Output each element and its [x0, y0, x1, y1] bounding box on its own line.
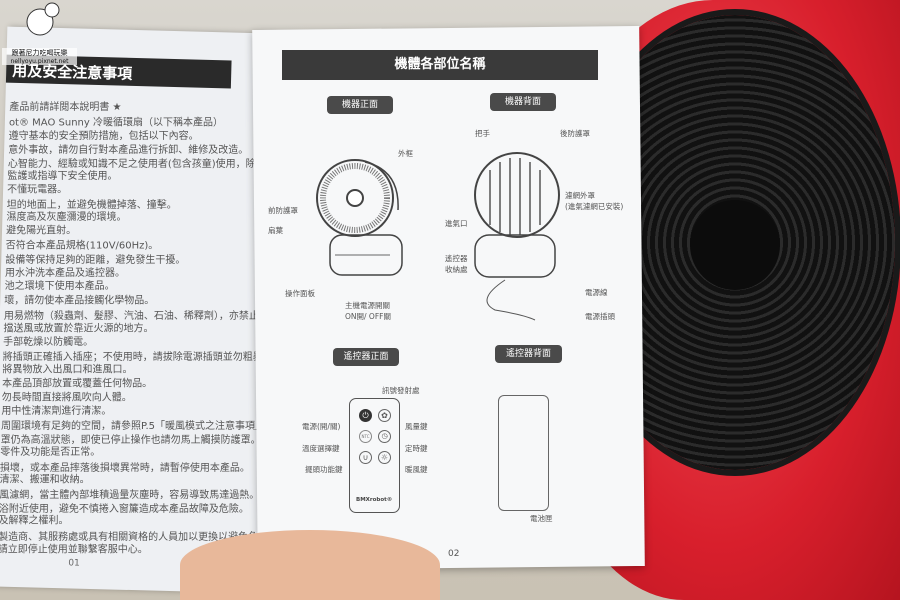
- label-inlet: 進氣口: [445, 219, 468, 228]
- label-handle: 把手: [475, 129, 490, 138]
- watermark-url: nellyoyu.pixnet.net: [2, 58, 77, 65]
- left-page-text-line: 勿長時間直接將風吹向人體。: [1, 392, 132, 404]
- timer-icon: ◷: [378, 430, 391, 443]
- left-page-text-line: 請立即停止使用並聯繫客服中心。: [0, 544, 148, 556]
- left-page-number: 01: [68, 558, 80, 569]
- fan-icon: ✿: [378, 409, 391, 422]
- left-page-text-line: 池之環境下使用本產品。: [4, 281, 115, 293]
- left-page-text-line: 產品前請詳閱本說明書 ★: [9, 102, 122, 114]
- label-heat: 暖風鍵: [405, 465, 428, 474]
- left-page-text-line: 壞，請勿使本產品接觸化學物品。: [4, 295, 155, 307]
- label-front-guard: 前防護罩: [268, 206, 298, 215]
- fan-hub: [690, 200, 780, 290]
- label-power: 電源(開/關): [302, 422, 341, 431]
- remote-front-badge: 遙控器正面: [333, 348, 399, 366]
- label-plug: 電源插頭: [585, 312, 615, 321]
- fan-back-drawing: [474, 152, 560, 321]
- left-page-text-line: 用中性清潔劑進行清潔。: [1, 405, 112, 417]
- label-fan: 風量鍵: [405, 422, 428, 431]
- power-icon: ⏻: [359, 409, 372, 422]
- right-page-number: 02: [448, 549, 460, 559]
- label-blade: 扇葉: [268, 226, 283, 235]
- heat-icon: ☼: [378, 451, 391, 464]
- ntc-icon: NTC: [359, 430, 372, 443]
- left-page-text-line: 意外事故，請勿自行對本產品進行拆卸、維修及改造。: [8, 145, 249, 157]
- label-switch: 主機電源開關: [345, 301, 390, 310]
- label-remote-storage: 遙控器: [445, 254, 468, 263]
- back-badge: 機器背面: [490, 93, 556, 111]
- left-page-text-line: 將異物放入出風口和進風口。: [2, 364, 133, 376]
- left-page-text-line: 清潔、搬運和收納。: [0, 474, 90, 486]
- label-frame: 外框: [398, 149, 413, 158]
- label-battery: 電池匣: [530, 514, 553, 523]
- label-emitter: 訊號發射處: [382, 386, 420, 395]
- swing-icon: ∪: [359, 451, 372, 464]
- remote-brand: BMXrobot®: [356, 497, 393, 503]
- left-page-text-line: 遵守基本的安全預防措施，包括以下內容。: [8, 130, 199, 142]
- left-page-text-line: 手部乾燥以防觸電。: [3, 336, 94, 348]
- remote-back-drawing: [498, 395, 549, 511]
- label-filter: 濾網外罩: [565, 191, 595, 200]
- label-swing: 擺頭功能鍵: [305, 465, 343, 474]
- left-page-text-line: ot® MAO Sunny 冷暖循環扇（以下稱本產品）: [8, 117, 223, 129]
- parts-title: 機體各部位名稱: [282, 50, 598, 80]
- remote-front-drawing: ⏻ ✿ NTC ◷ ∪ ☼ BMXrobot®: [349, 398, 400, 513]
- hand: [180, 530, 440, 600]
- fan-front-drawing: [316, 159, 403, 276]
- label-cord: 電源線: [585, 288, 608, 297]
- watermark-character-icon: [26, 2, 60, 36]
- label-panel: 操作面板: [285, 289, 315, 298]
- front-badge: 機器正面: [327, 96, 393, 114]
- watermark-logo: 跟著尼力吃喝玩樂 nellyoyu.pixnet.net: [2, 2, 77, 65]
- left-page-text-line: 及解釋之權利。: [0, 515, 69, 527]
- left-page-text-line: 不懂玩電器。: [7, 184, 68, 196]
- label-remote-storage-2: 收納處: [445, 265, 468, 274]
- label-filter-note: (進氣濾網已安裝): [565, 202, 624, 211]
- manual-page-left: 用及安全注意事項 產品前請詳閱本說明書 ★ot® MAO Sunny 冷暖循環扇…: [0, 26, 283, 594]
- left-page-text-line: 否符合本產品規格(110V/60Hz)。: [5, 240, 159, 252]
- label-timer: 定時鍵: [405, 444, 428, 453]
- label-temp: 溫度選擇鍵: [302, 444, 340, 453]
- label-rear-guard: 後防護罩: [560, 129, 590, 138]
- watermark-text: 跟著尼力吃喝玩樂: [2, 48, 77, 58]
- label-switch-onoff: ON開/ OFF關: [345, 312, 391, 321]
- left-page-text-line: 避免陽光直射。: [6, 225, 77, 237]
- remote-back-badge: 遙控器背面: [495, 345, 562, 363]
- left-page-text-line: 零件及功能是否正常。: [0, 446, 101, 458]
